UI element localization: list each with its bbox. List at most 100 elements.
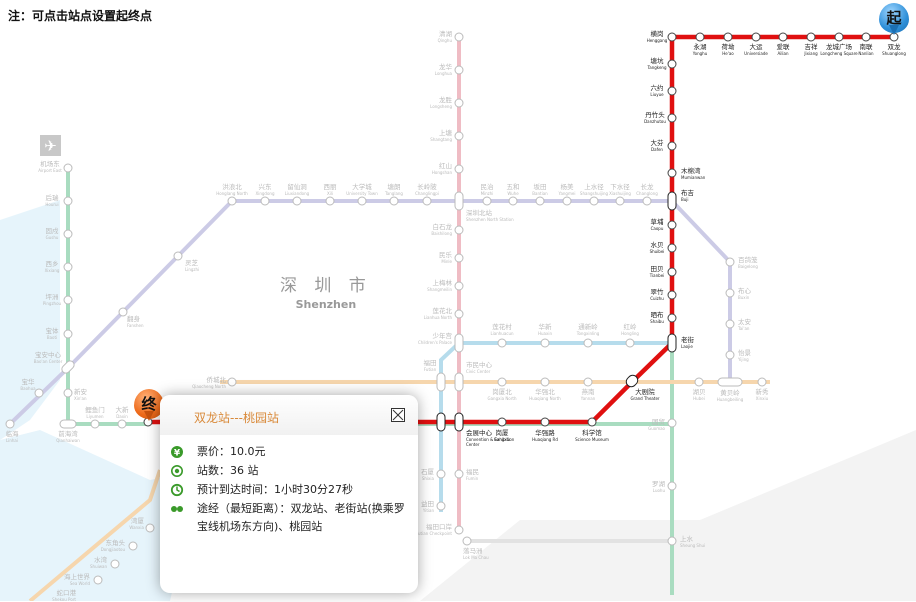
station-dayun[interactable] [751, 32, 761, 42]
station-shuiwan[interactable] [110, 559, 120, 569]
station-gushu[interactable] [63, 229, 73, 239]
station-liuyue[interactable] [667, 86, 677, 96]
station-lingzhi[interactable] [173, 251, 183, 261]
station-changlingpi[interactable] [422, 196, 432, 206]
station-xixiang[interactable] [63, 262, 73, 272]
interchange-grand-theater[interactable] [624, 373, 640, 389]
station-danzhutou[interactable] [667, 113, 677, 123]
interchange-childrens-palace[interactable] [454, 333, 464, 353]
station-changlong[interactable] [642, 196, 652, 206]
station-longhua[interactable] [454, 65, 464, 75]
station-taian[interactable] [725, 319, 735, 329]
station-yijing[interactable] [725, 350, 735, 360]
station-dafen[interactable] [667, 141, 677, 151]
station-liuxiandong[interactable] [292, 196, 302, 206]
station-gangxia-north[interactable] [497, 377, 507, 387]
station-airport-east[interactable] [63, 163, 73, 173]
station-qinghu[interactable] [454, 32, 464, 42]
station-wanxia[interactable] [145, 523, 155, 533]
station-dongjiaotou[interactable] [128, 541, 138, 551]
interchange-shopping-park[interactable] [436, 412, 446, 432]
station-longsheng[interactable] [454, 98, 464, 108]
station-honglang-north[interactable] [227, 196, 237, 206]
station-pingzhou[interactable] [63, 295, 73, 305]
station-longcheng-square[interactable] [834, 32, 844, 42]
station-sea-world[interactable] [93, 575, 103, 585]
station-luohu[interactable] [667, 481, 677, 491]
station-lianhua-north[interactable] [454, 309, 464, 319]
station-liyumen[interactable] [90, 419, 100, 429]
station-shangmeilin[interactable] [454, 281, 464, 291]
station-baigelong[interactable] [725, 257, 735, 267]
station-tianbei[interactable] [667, 267, 677, 277]
station-lianhuacun[interactable] [497, 338, 507, 348]
station-shangshuijing[interactable] [589, 196, 599, 206]
station-gangxia[interactable] [497, 417, 507, 427]
station-yitian[interactable] [436, 501, 446, 511]
station-huaqiang-rd[interactable] [540, 417, 550, 427]
station-bantian[interactable] [535, 196, 545, 206]
station-tongxinling[interactable] [583, 338, 593, 348]
station-yannan[interactable] [583, 377, 593, 387]
station-yonghu[interactable] [695, 32, 705, 42]
station-tanglang[interactable] [389, 196, 399, 206]
interchange-huangbeiling[interactable] [717, 377, 743, 387]
station-sheung-shui[interactable] [667, 536, 677, 546]
interchange-convention-center[interactable] [454, 412, 464, 432]
station-wuhe[interactable] [508, 196, 518, 206]
station-heao[interactable] [723, 32, 733, 42]
station-minzhi[interactable] [482, 196, 492, 206]
end-marker[interactable]: 终 [134, 389, 164, 423]
interchange-shenzhen-north[interactable] [454, 191, 464, 211]
station-ailian[interactable] [778, 32, 788, 42]
station-jixiang[interactable] [806, 32, 816, 42]
station-xiashuijing[interactable] [615, 196, 625, 206]
station-xinxiu[interactable] [757, 377, 767, 387]
station-huaqiang-north[interactable] [540, 377, 550, 387]
interchange-civic-center[interactable] [454, 372, 464, 392]
station-guomao[interactable] [667, 418, 677, 428]
station-qiaocheng-north[interactable] [227, 377, 237, 387]
station-hongshan[interactable] [454, 164, 464, 174]
station-yangmei[interactable] [562, 196, 572, 206]
station-baoti[interactable] [63, 329, 73, 339]
station-daxin[interactable] [117, 419, 127, 429]
station-xingdong[interactable] [260, 196, 270, 206]
station-hubei[interactable] [694, 377, 704, 387]
interchange-futian[interactable] [436, 372, 446, 392]
station-caopu[interactable] [667, 220, 677, 230]
station-cuizhu[interactable] [667, 290, 677, 300]
start-marker[interactable]: 起 [879, 3, 909, 37]
station-baohua[interactable] [34, 388, 44, 398]
station-xili[interactable] [325, 196, 335, 206]
station-fumin[interactable] [454, 469, 464, 479]
interchange-qianhaiwan[interactable] [59, 419, 77, 429]
station-minle[interactable] [454, 253, 464, 263]
close-button[interactable] [391, 408, 405, 422]
station-shaibu[interactable] [667, 313, 677, 323]
station-xinan[interactable] [63, 388, 73, 398]
interchange-laojie[interactable] [667, 333, 677, 353]
station-hourui[interactable] [63, 196, 73, 206]
station-baishilong[interactable] [454, 225, 464, 235]
station-huaxin[interactable] [540, 338, 550, 348]
station-henggang[interactable] [667, 32, 677, 42]
interchange-buji[interactable] [667, 191, 677, 211]
station-lok-ma-chau[interactable] [462, 536, 472, 546]
station-buxin[interactable] [725, 288, 735, 298]
station-fanshen[interactable] [118, 307, 128, 317]
station-shixia[interactable] [436, 469, 446, 479]
station-linhai[interactable] [5, 419, 15, 429]
station-shangtang[interactable] [454, 131, 464, 141]
station-futian-checkpoint[interactable] [454, 525, 464, 535]
station-science-museum[interactable] [587, 417, 597, 427]
interchange-baoan-center[interactable] [60, 359, 76, 375]
station-university-town[interactable] [357, 196, 367, 206]
station-hongling[interactable] [625, 338, 635, 348]
station-mumianwan[interactable] [667, 168, 677, 178]
station-nanlian[interactable] [861, 32, 871, 42]
station-tangkeng[interactable] [667, 59, 677, 69]
station-shuibei[interactable] [667, 243, 677, 253]
